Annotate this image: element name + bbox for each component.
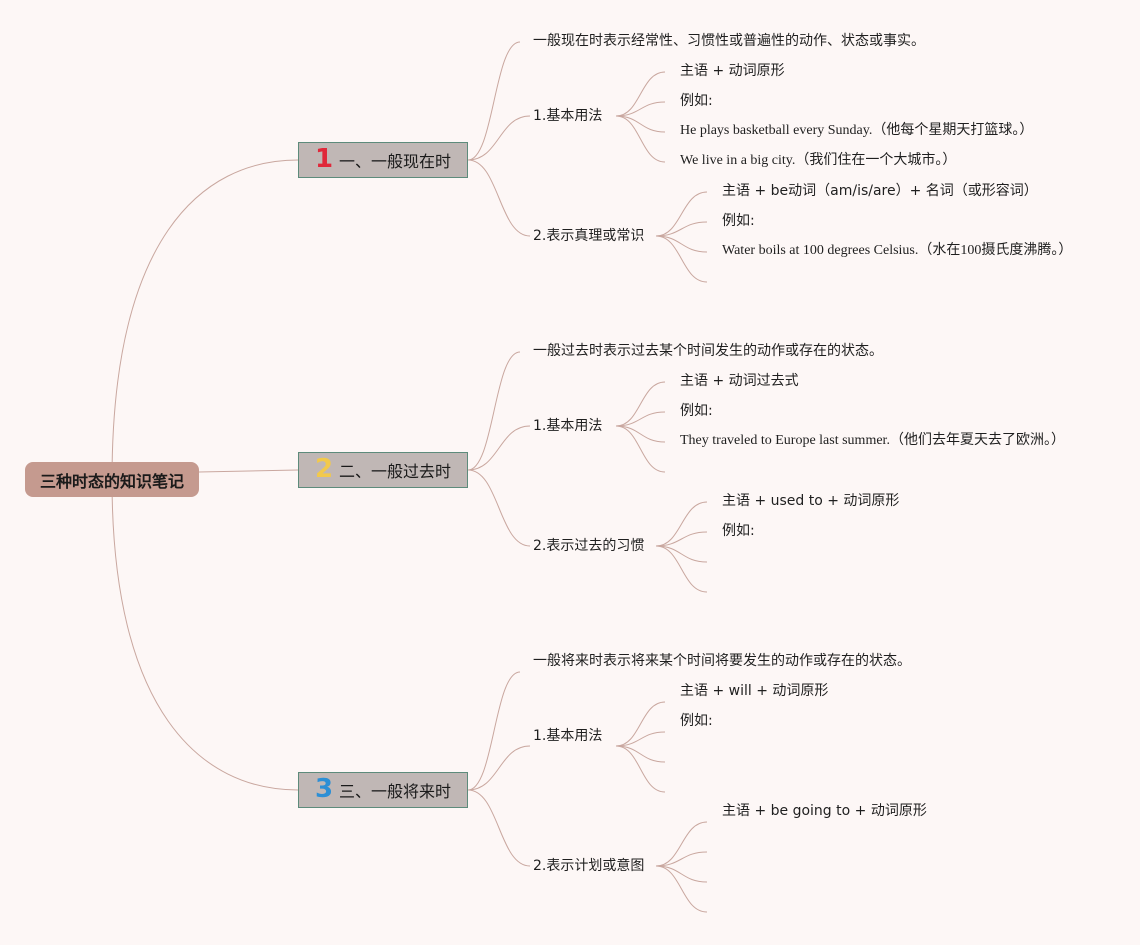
root-connector	[111, 159, 299, 481]
section-node-present[interactable]: 1 一、一般现在时	[298, 142, 468, 178]
leaf-text: 例如:	[680, 403, 713, 419]
number-one-icon: 1	[314, 144, 334, 174]
leaf-connector	[655, 191, 708, 237]
leaf-connector	[655, 501, 708, 547]
leaf-connector	[655, 851, 708, 867]
root-connector	[198, 469, 299, 473]
leaf-connector	[615, 745, 666, 763]
leaf-connector	[615, 425, 666, 473]
leaf-connector	[615, 381, 666, 427]
leaf-connector	[655, 235, 708, 253]
leaf-text: 例如:	[680, 713, 713, 729]
leaf-text: 主语 + will + 动词原形	[680, 683, 829, 699]
section-connector	[467, 159, 531, 237]
leaf-connector	[615, 701, 666, 747]
number-two-icon: 2	[314, 454, 334, 484]
section-connector	[467, 789, 531, 867]
example-text: Water boils at 100 degrees Celsius.（水在10…	[722, 243, 1073, 258]
section-node-future[interactable]: 3 三、一般将来时	[298, 772, 468, 808]
usage-node[interactable]: 2.表示真理或常识	[533, 228, 645, 244]
section-title: 三、一般将来时	[339, 782, 452, 801]
leaf-text: 例如:	[722, 213, 755, 229]
leaf-connector	[615, 745, 666, 793]
definition-text: 一般过去时表示过去某个时间发生的动作或存在的状态。	[533, 343, 883, 359]
leaf-connector	[615, 115, 666, 163]
leaf-connector	[655, 221, 708, 237]
section-connector	[467, 425, 531, 471]
section-title: 一、一般现在时	[339, 152, 452, 171]
section-connector	[467, 41, 521, 161]
number-three-icon: 3	[314, 774, 334, 804]
example-text: He plays basketball every Sunday.（他每个星期天…	[680, 123, 1034, 138]
leaf-text: 例如:	[722, 523, 755, 539]
leaf-connector	[615, 101, 666, 117]
example-text: They traveled to Europe last summer.（他们去…	[680, 433, 1065, 448]
leaf-connector	[615, 411, 666, 427]
section-connector	[467, 115, 531, 161]
root-connector	[111, 479, 299, 791]
leaf-connector	[615, 71, 666, 117]
leaf-text: 主语 + 动词过去式	[680, 373, 799, 389]
leaf-connector	[655, 545, 708, 563]
leaf-text: 主语 + 动词原形	[680, 63, 785, 79]
section-connector	[467, 351, 521, 471]
section-connector	[467, 469, 531, 547]
usage-node[interactable]: 1.基本用法	[533, 108, 603, 124]
section-connector	[467, 671, 521, 791]
leaf-connector	[655, 865, 708, 883]
section-connector	[467, 745, 531, 791]
usage-node[interactable]: 1.基本用法	[533, 418, 603, 434]
example-text: We live in a big city.（我们住在一个大城市。）	[680, 153, 957, 168]
leaf-text: 主语 + be动词（am/is/are）+ 名词（或形容词）	[722, 183, 1038, 199]
section-title: 二、一般过去时	[339, 462, 452, 481]
leaf-connector	[655, 235, 708, 283]
definition-text: 一般将来时表示将来某个时间将要发生的动作或存在的状态。	[533, 653, 911, 669]
leaf-connector	[655, 865, 708, 913]
root-label: 三种时态的知识笔记	[39, 471, 184, 491]
root-node[interactable]: 三种时态的知识笔记	[25, 462, 199, 497]
leaf-text: 例如:	[680, 93, 713, 109]
usage-node[interactable]: 2.表示过去的习惯	[533, 538, 645, 554]
leaf-connector	[655, 531, 708, 547]
definition-text: 一般现在时表示经常性、习惯性或普遍性的动作、状态或事实。	[533, 33, 925, 49]
usage-node[interactable]: 1.基本用法	[533, 728, 603, 744]
leaf-connector	[655, 545, 708, 593]
leaf-connector	[655, 821, 708, 867]
section-node-past[interactable]: 2 二、一般过去时	[298, 452, 468, 488]
leaf-connector	[615, 731, 666, 747]
leaf-text: 主语 + used to + 动词原形	[722, 493, 900, 509]
leaf-connector	[615, 115, 666, 133]
usage-node[interactable]: 2.表示计划或意图	[533, 858, 645, 874]
leaf-connector	[615, 425, 666, 443]
leaf-text: 主语 + be going to + 动词原形	[722, 803, 927, 819]
